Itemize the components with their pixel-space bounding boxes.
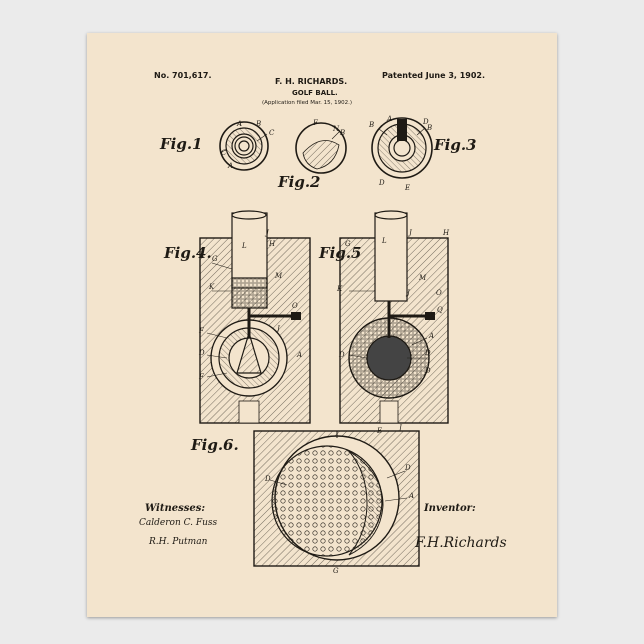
fig4-drawing — [200, 211, 310, 423]
svg-text:Q: Q — [437, 306, 443, 314]
svg-text:D: D — [264, 475, 271, 483]
fig4-label: Fig.4. — [164, 244, 212, 262]
svg-text:C: C — [269, 129, 275, 137]
inventor-label: Inventor: — [424, 503, 476, 514]
witness-signature-1: Calderon C. Fuss — [139, 518, 217, 528]
svg-text:A: A — [408, 492, 414, 500]
fig3-label: Fig.3 — [434, 136, 477, 154]
svg-text:D: D — [198, 349, 205, 357]
svg-text:D: D — [424, 367, 431, 375]
inventor-signature: F.H.Richards — [415, 535, 507, 551]
patent-poster: No. 701,617. Patented June 3, 1902. F. H… — [87, 33, 557, 617]
svg-text:G: G — [333, 567, 339, 575]
svg-text:N: N — [332, 125, 340, 133]
fig3-drawing — [372, 118, 432, 178]
svg-text:D: D — [378, 179, 385, 187]
svg-text:A: A — [236, 120, 242, 128]
witness-signature-2: R.H. Putman — [149, 537, 207, 547]
svg-text:G: G — [212, 255, 218, 263]
fig5-label: Fig.5 — [319, 244, 362, 262]
fig1-label: Fig.1 — [160, 135, 203, 153]
witnesses-label: Witnesses: — [145, 503, 205, 514]
svg-text:K: K — [208, 283, 215, 291]
svg-text:A: A — [386, 115, 392, 123]
svg-text:B: B — [255, 120, 261, 128]
svg-text:C: C — [221, 149, 227, 157]
svg-text:M: M — [274, 272, 283, 280]
svg-text:H: H — [268, 240, 276, 248]
patent-drawing: ABC CA FNB BAD BDE JHG LMK OJ FDF A JHG … — [87, 33, 557, 617]
svg-text:L: L — [381, 237, 387, 245]
svg-text:O: O — [292, 302, 298, 310]
svg-text:B: B — [368, 121, 374, 129]
svg-text:M: M — [418, 274, 427, 282]
svg-text:J: J — [407, 229, 413, 237]
svg-text:B: B — [339, 129, 345, 137]
svg-text:D: D — [404, 464, 411, 472]
svg-text:L: L — [241, 242, 247, 250]
svg-text:E: E — [404, 184, 410, 192]
svg-text:O: O — [436, 289, 442, 297]
svg-text:A: A — [428, 332, 434, 340]
fig2-label: Fig.2 — [278, 173, 321, 191]
svg-text:A: A — [227, 162, 233, 170]
svg-text:B: B — [426, 124, 432, 132]
fig6-label: Fig.6. — [191, 436, 239, 454]
svg-text:H: H — [442, 229, 450, 237]
fig6-drawing — [254, 431, 419, 566]
svg-text:D: D — [424, 349, 431, 357]
svg-text:E: E — [376, 427, 382, 435]
svg-text:A: A — [296, 351, 302, 359]
fig5-drawing — [340, 211, 448, 423]
svg-text:D: D — [338, 351, 345, 359]
svg-text:K: K — [336, 285, 343, 293]
